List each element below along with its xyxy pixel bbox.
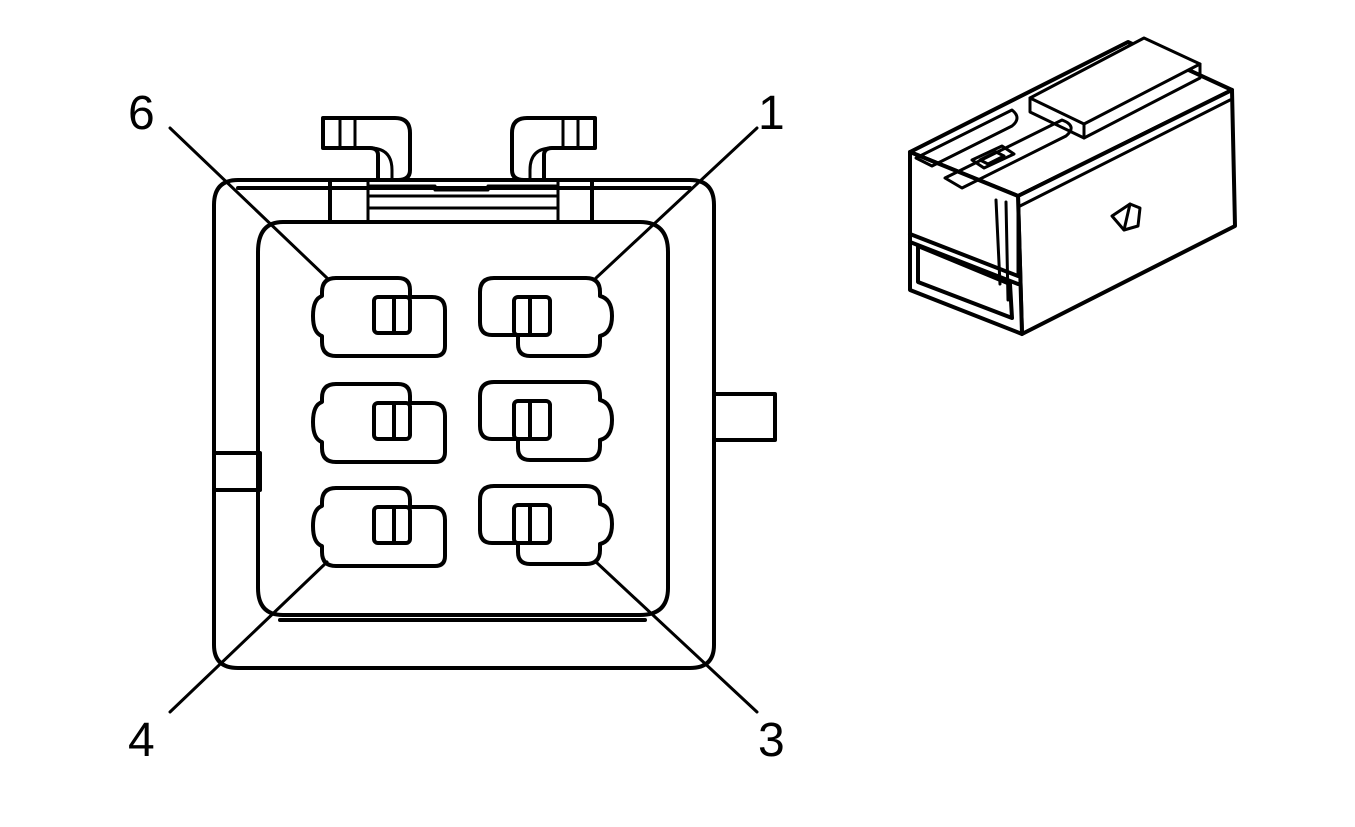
terminal-cavity-3	[478, 484, 614, 566]
pin-label-4: 4	[128, 714, 155, 767]
pin-label-1: 1	[758, 87, 785, 140]
connector-face-view: 6 1 4 3	[128, 87, 785, 767]
terminal-isometric-view	[908, 36, 1237, 336]
inner-face	[256, 220, 670, 617]
locking-tab-left	[321, 116, 412, 182]
leader-line-6	[168, 126, 329, 280]
terminal-cavity-6	[311, 276, 447, 358]
terminal-cavity-2	[478, 380, 614, 462]
terminal-cavity-1	[478, 276, 614, 358]
side-key-left	[212, 451, 262, 492]
pin-label-6: 6	[128, 87, 155, 140]
leader-line-3	[594, 560, 759, 714]
side-key-right	[712, 392, 777, 442]
terminal-cavity-4	[311, 486, 447, 568]
locking-tab-right	[510, 116, 597, 182]
leader-line-4	[168, 560, 329, 714]
leader-line-1	[594, 126, 759, 280]
terminal-cavity-5	[311, 382, 447, 464]
outer-housing	[212, 178, 716, 670]
pin-label-3: 3	[758, 714, 785, 767]
